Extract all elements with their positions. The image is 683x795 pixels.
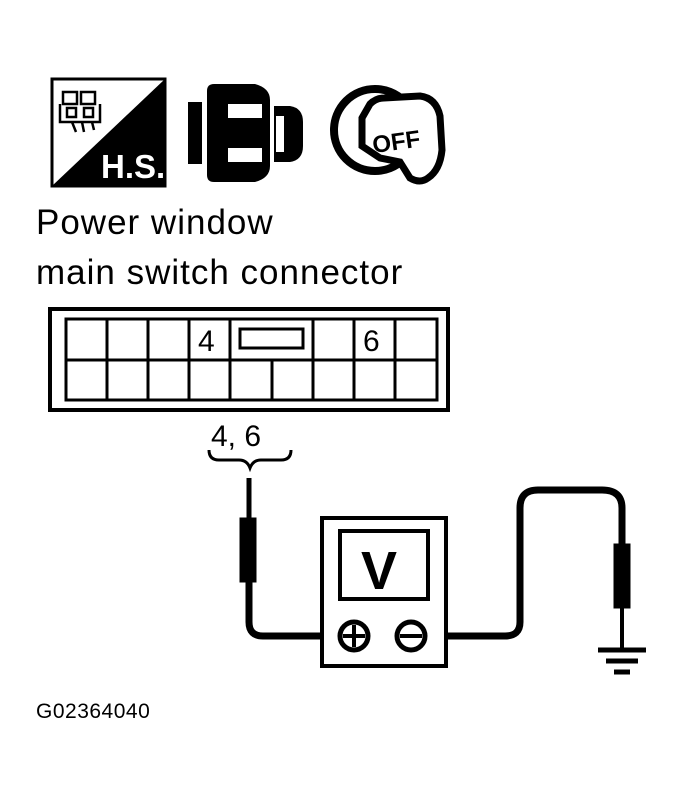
- figure-id: G02364040: [36, 700, 151, 723]
- connector-disconnected-icon: [188, 84, 303, 182]
- diagram-title-line-2: main switch connector: [36, 253, 404, 292]
- pin-4-label: 4: [198, 325, 215, 358]
- positive-test-lead: [239, 478, 340, 640]
- ground-symbol: [598, 647, 646, 675]
- voltmeter: V: [320, 516, 448, 668]
- connector-face: [48, 307, 450, 412]
- ignition-off-label: OFF: [371, 126, 422, 159]
- harness-side-icon: H.S.: [50, 77, 167, 188]
- probe-brace: [207, 449, 293, 473]
- ignition-off-icon: OFF: [330, 85, 446, 185]
- pin-6-label: 6: [363, 325, 380, 358]
- probe-terminal-label: 4, 6: [211, 420, 261, 453]
- voltmeter-display-label: V: [361, 541, 397, 601]
- negative-test-lead: [420, 486, 631, 648]
- harness-side-label: H.S.: [101, 148, 165, 185]
- diagram-title-line-1: Power window: [36, 203, 274, 242]
- negative-terminal-icon: [394, 619, 428, 653]
- positive-terminal-icon: [337, 619, 371, 653]
